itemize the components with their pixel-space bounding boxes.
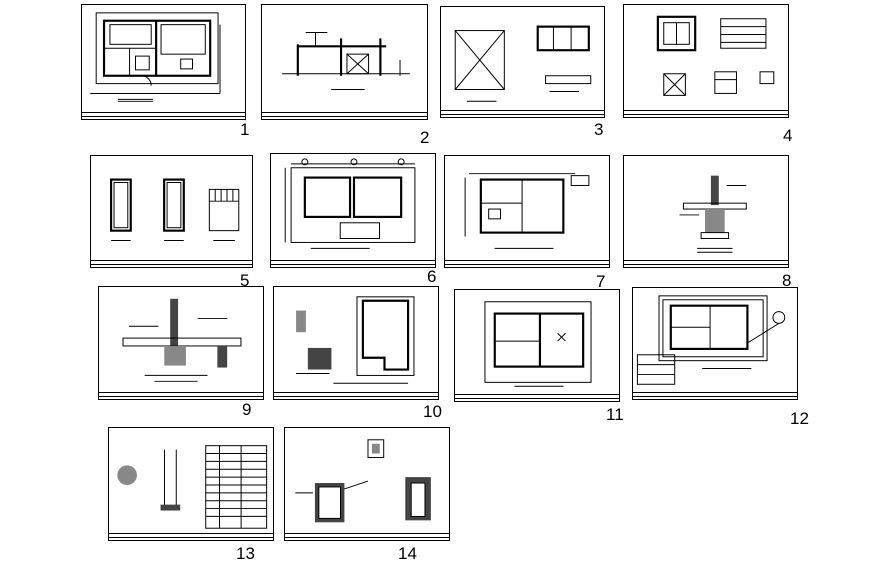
title-block-strip xyxy=(445,260,609,265)
door-elevation-drawing xyxy=(110,178,240,241)
title-block-strip xyxy=(633,392,797,397)
roof-plan-drawing xyxy=(454,25,592,102)
floor-plan-drawing xyxy=(90,12,221,102)
wall-section-drawing xyxy=(122,298,242,382)
title-block-strip xyxy=(274,392,438,397)
drawing-sheet-2 xyxy=(261,4,428,120)
title-block-strip xyxy=(82,112,245,117)
sheet-number-label: 1 xyxy=(240,120,250,139)
sheet-number-label: 2 xyxy=(420,128,430,147)
tank-section-drawing xyxy=(295,439,431,523)
sheet-number-label: 14 xyxy=(398,544,417,563)
window-detail-drawing xyxy=(656,15,775,96)
sheet-number-label: 11 xyxy=(606,405,624,424)
plumbing-plan-drawing xyxy=(464,173,590,249)
sheet-number-label: 3 xyxy=(594,120,604,139)
sheet-number-label: 5 xyxy=(240,271,250,290)
drawing-sheet-6 xyxy=(270,153,436,268)
sheet-number-label: 6 xyxy=(427,267,437,286)
drawing-sheet-11 xyxy=(454,289,620,402)
drawing-sheet-12 xyxy=(632,287,798,400)
sheet-number-label: 9 xyxy=(242,400,252,419)
drawing-sheet-8 xyxy=(623,155,789,268)
foundation-plan-drawing xyxy=(284,158,416,249)
sheet-number-label: 4 xyxy=(783,126,793,145)
drawing-sheet-1 xyxy=(81,4,246,120)
site-plan-drawing xyxy=(636,295,786,385)
detail-and-schedule-drawing xyxy=(117,445,268,529)
drawing-sheet-7 xyxy=(444,155,610,268)
title-block-strip xyxy=(624,110,788,115)
sheet-number-label: 13 xyxy=(236,544,255,563)
title-block-strip xyxy=(441,110,604,115)
sheet-number-label: 7 xyxy=(596,272,606,291)
electrical-plan-drawing xyxy=(484,301,592,387)
title-block-strip xyxy=(99,392,263,397)
sheet-number-label: 12 xyxy=(790,409,809,428)
sheet-number-label: 8 xyxy=(782,271,792,290)
footing-detail-drawing xyxy=(679,175,747,253)
drawing-sheet-10 xyxy=(273,286,439,400)
title-block-strip xyxy=(109,533,273,538)
title-block-strip xyxy=(624,260,788,265)
drawing-sheet-4 xyxy=(623,4,789,118)
title-block-strip xyxy=(271,260,435,265)
drawing-sheet-14 xyxy=(284,427,450,541)
title-block-strip xyxy=(285,533,449,538)
drawing-sheet-5 xyxy=(90,155,253,268)
drawing-sheet-9 xyxy=(98,286,264,400)
title-block-strip xyxy=(91,260,252,265)
drawing-sheet-13 xyxy=(108,427,274,541)
title-block-strip xyxy=(262,112,427,117)
outline-plan-drawing xyxy=(296,296,415,384)
section-drawing xyxy=(282,32,410,91)
sheet-number-label: 10 xyxy=(423,402,442,421)
drawing-sheet-3 xyxy=(440,6,605,118)
title-block-strip xyxy=(455,394,619,399)
